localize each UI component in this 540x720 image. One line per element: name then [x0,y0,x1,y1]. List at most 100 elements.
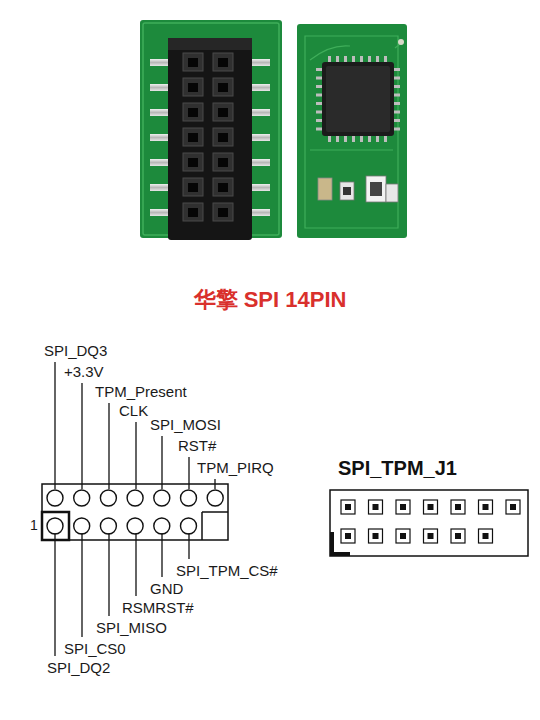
pin-label: SPI_DQ3 [44,343,107,358]
hole [183,78,203,96]
footprint-pin [451,529,465,543]
footprint-pin [341,500,355,514]
footprint-pad [345,533,351,539]
footprint-pad [455,504,461,510]
housing-top [168,38,252,50]
hole-inner [218,183,228,192]
hole-inner [188,158,198,167]
footprint-pin [479,529,493,543]
hole [213,78,233,96]
pin-label: RST# [178,438,216,453]
footprint-pad [400,533,406,539]
footprint-outline [330,490,528,556]
footprint-pins [341,500,520,543]
connector-housing [168,38,252,240]
footprint-pin [506,500,520,514]
hole [183,128,203,146]
connector-name: SPI_TPM_J1 [338,458,457,478]
diode [366,176,386,202]
hole-inner [188,133,198,142]
footprint-pad [428,504,434,510]
leader-lines [55,362,215,656]
via [398,39,404,45]
pcb-trace [305,36,398,228]
hole-inner [218,133,228,142]
hole [213,153,233,171]
pin-label: SPI_MISO [96,620,167,635]
footprint-pad [373,533,379,539]
footprint-pad [400,504,406,510]
footprint-pin [451,500,465,514]
footprint-pad [510,504,516,510]
hole [183,53,203,71]
pin-number: 1 [30,518,38,532]
hole [213,53,233,71]
pin-label: SPI_TPM_CS# [176,563,278,578]
hole [213,103,233,121]
pin-label: TPM_Present [95,384,187,399]
hole [213,128,233,146]
hole [213,203,233,221]
footprint-pin [479,500,493,514]
footprint-pin [369,529,383,543]
footprint-pad [373,504,379,510]
hole-inner [188,58,198,67]
empty-slot [201,512,203,540]
pin-circle [181,518,197,534]
hole-inner [188,83,198,92]
footprint-pad [345,504,351,510]
chip-pins [316,56,400,142]
hole [183,153,203,171]
pin-label: CLK [119,403,148,418]
connector-holes [183,53,233,221]
hole [183,178,203,196]
pin-circle [100,490,116,506]
pin-circle [74,490,90,506]
pin-label: TPM_PIRQ [197,460,274,475]
tpm-chip [322,62,394,136]
pin-label: +3.3V [64,364,104,379]
pin-circle [47,518,63,534]
pin-circle [100,518,116,534]
resistor [386,184,398,202]
footprint-pad [455,533,461,539]
hole-inner [188,108,198,117]
pin-label: SPI_CS0 [64,641,126,656]
hole-inner [218,158,228,167]
hole-inner [218,208,228,217]
footprint-pad [483,504,489,510]
footprint-pin [369,500,383,514]
pin-circle [47,490,63,506]
footprint-pin [424,500,438,514]
pin-circle [154,490,170,506]
hole-inner [188,183,198,192]
footprint-pin [396,529,410,543]
empty-slot [202,511,228,513]
pin-circle [74,518,90,534]
pin-circle [154,518,170,534]
header-outline [42,484,228,540]
pin-circle [207,490,223,506]
pin-circle [127,518,143,534]
pin-label: RSMRST# [122,600,194,615]
hole [213,178,233,196]
pin-label: SPI_DQ2 [47,660,110,675]
resistor-body [343,187,351,195]
footprint-pin [424,529,438,543]
pin-label: SPI_MOSI [150,417,221,432]
chip-top [326,66,390,132]
pin-circle [127,490,143,506]
pin-label: GND [150,581,183,596]
hole-inner [218,83,228,92]
footprint-pad [428,533,434,539]
hole-inner [188,208,198,217]
resistor [340,182,354,200]
hole-inner [218,108,228,117]
pcb-board [297,24,407,238]
footprint-pad [483,533,489,539]
diode-body [370,182,382,196]
capacitor [318,178,332,200]
hole [183,103,203,121]
header-pins [47,490,223,534]
